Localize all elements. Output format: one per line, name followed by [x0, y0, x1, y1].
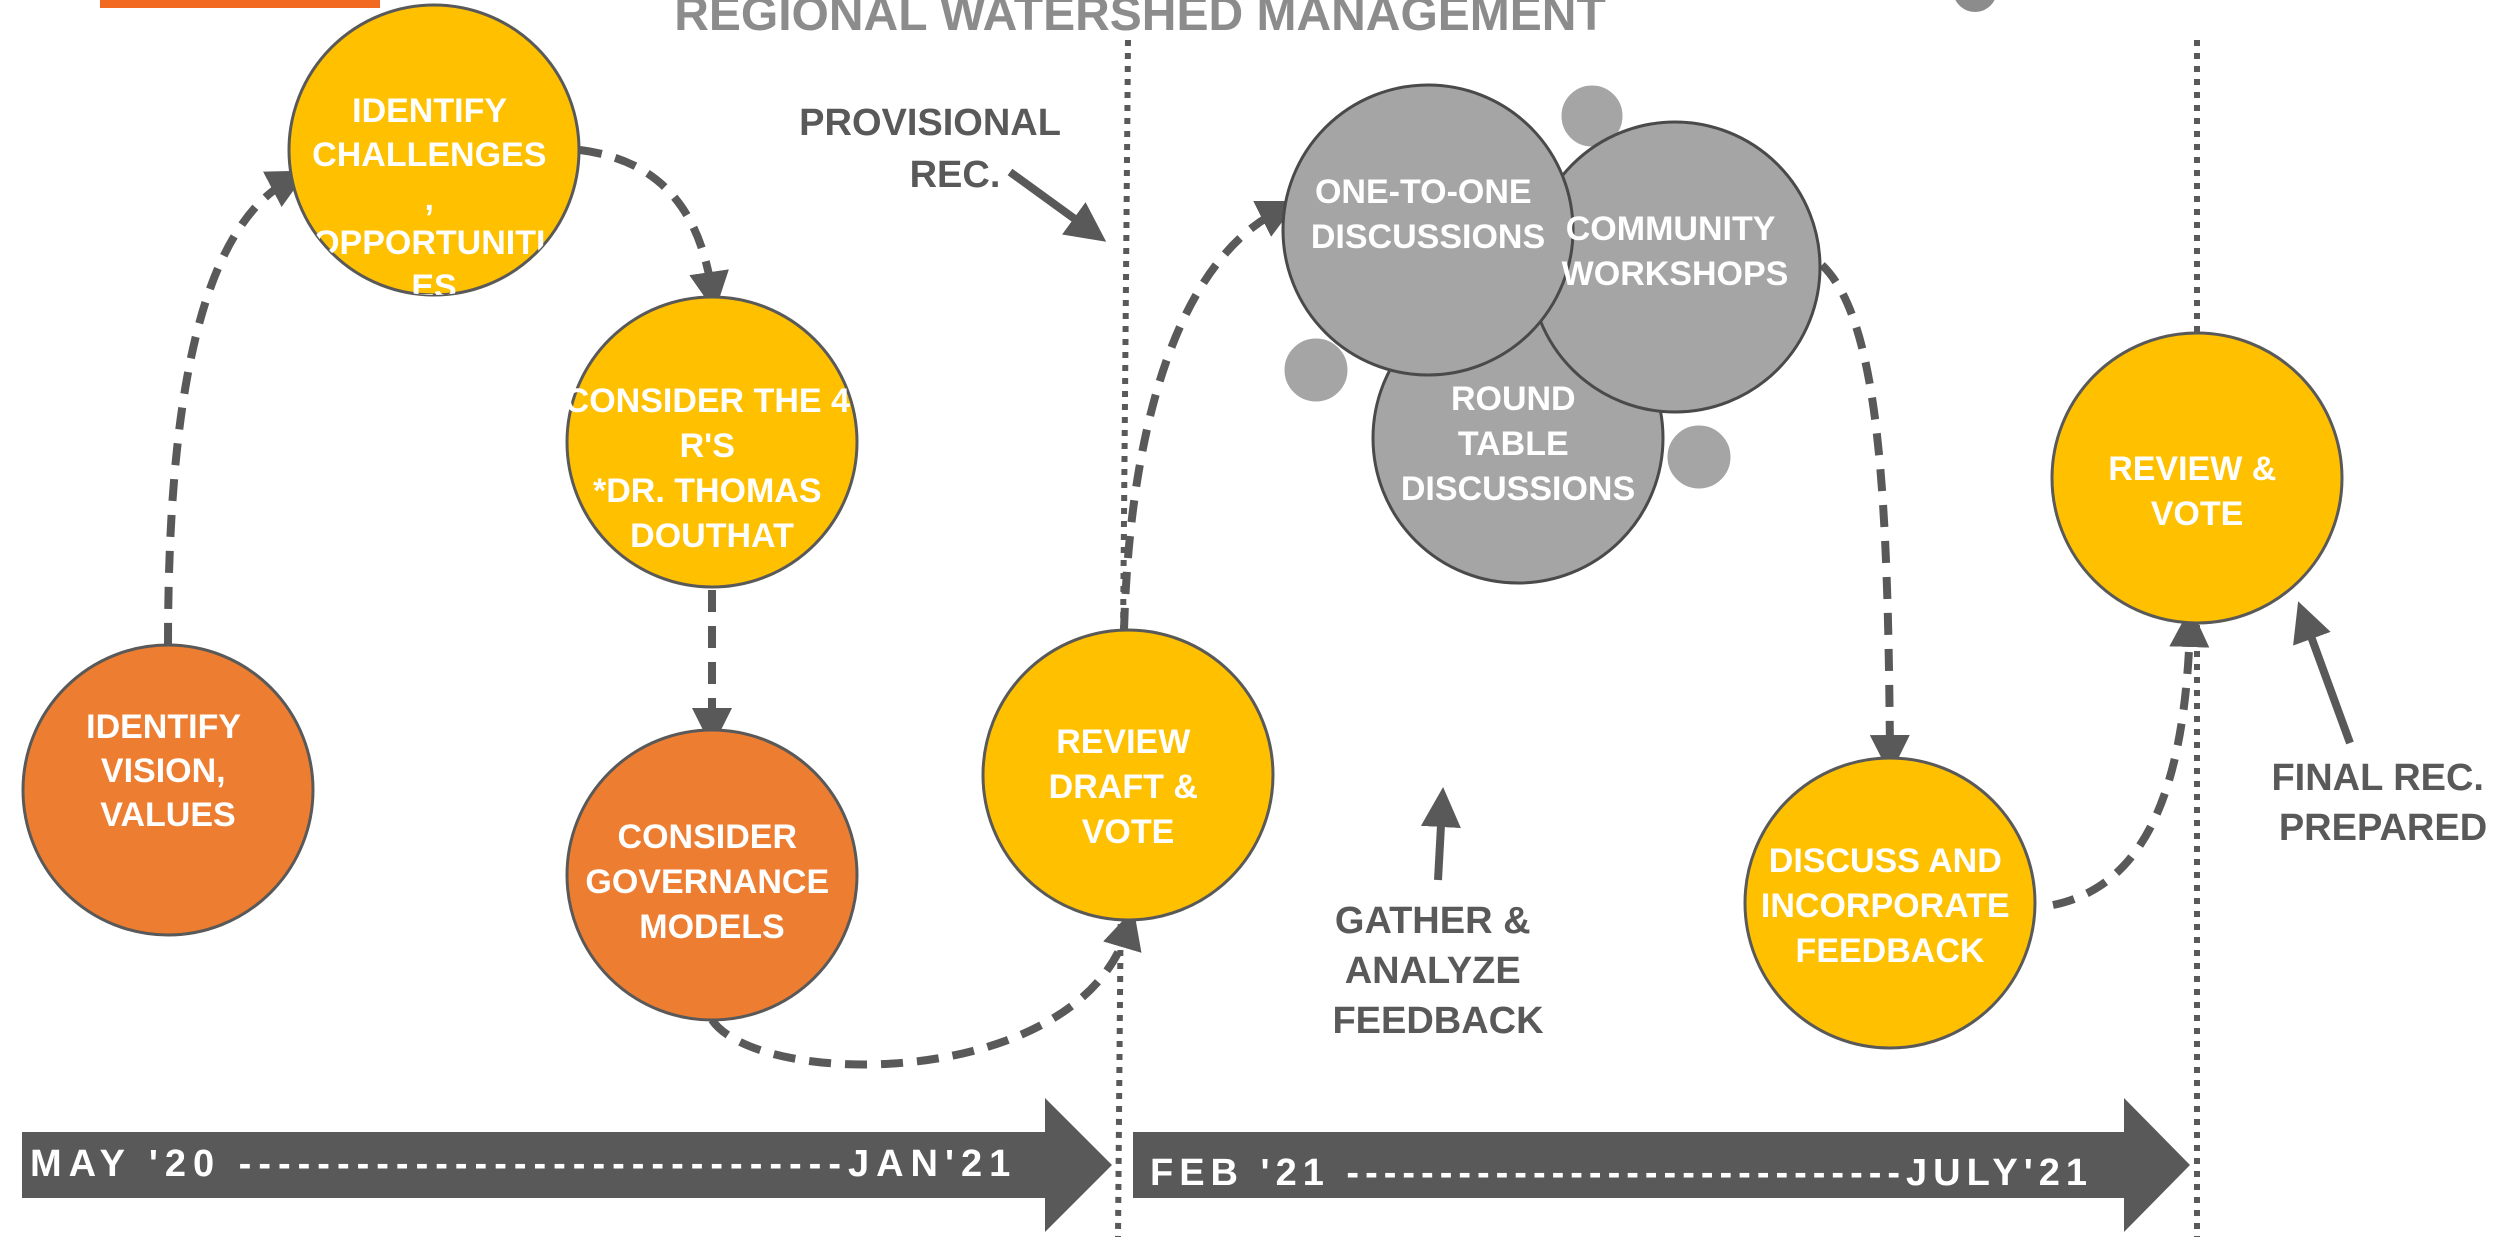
round-table-label: ROUND TABLE DISCUSSIONS [1401, 380, 1635, 508]
community-workshops-label: COMMUNITY WORKSHOPS [1562, 210, 1789, 293]
final-rec-label: FINAL REC. PREPARED [2271, 757, 2494, 849]
consider-governance-node [565, 728, 859, 1022]
one-to-one-label: ONE-TO-ONE DISCUSSIONS [1311, 173, 1545, 256]
connector-review-to-discussions [1120, 201, 1298, 631]
diagram-title: REGIONAL WATERSHED MANAGEMENT [674, 0, 1606, 41]
connector-governance-to-review [708, 908, 1142, 1069]
review-draft-label: REVIEW DRAFT & VOTE [1049, 723, 1208, 851]
identify-vision-label: IDENTIFY VISION, VALUES [86, 708, 250, 834]
discuss-feedback-label: DISCUSS AND INCORPORATE FEEDBACK [1761, 842, 2019, 970]
one-to-one-node [1281, 83, 1575, 377]
final-arrow [2293, 601, 2354, 745]
connector-workshops-to-feedback [1819, 262, 1910, 775]
connector-challenges-to-4rs [579, 146, 729, 312]
small-bubble-3 [1664, 422, 1734, 492]
discussion-cluster [1281, 82, 1822, 585]
logo: NC [100, 0, 380, 8]
timeline-arrow-1 [22, 1098, 1112, 1232]
timeline-label-2: FEB '21 ------------------------------JU… [1150, 1152, 2093, 1194]
gather-feedback-label: GATHER & ANALYZE FEEDBACK [1332, 900, 1544, 1042]
identify-challenges-label: IDENTIFY CHALLENGES , OPPORTUNITI ES [312, 92, 556, 306]
connector-feedback-to-final [2052, 607, 2210, 909]
consider-4rs-label: CONSIDER THE 4 R'S *DR. THOMAS DOUTHAT [565, 382, 860, 555]
logo-bar [100, 0, 380, 8]
connector-vision-to-challenges [164, 170, 308, 646]
provisional-rec-label: PROVISIONAL REC. [799, 102, 1071, 196]
discuss-feedback-node [1743, 756, 2037, 1050]
timeline: MAY '20 -------------------------------J… [22, 1098, 2190, 1232]
review-vote-label: REVIEW & VOTE [2108, 450, 2286, 533]
identify-vision-node [21, 643, 315, 937]
provisional-arrow [1007, 168, 1107, 242]
gather-arrow [1420, 787, 1461, 881]
review-vote-node [2050, 331, 2344, 625]
review-draft-node [981, 628, 1275, 922]
timeline-label-1: MAY '20 -------------------------------J… [30, 1143, 1017, 1185]
consider-governance-label: CONSIDER GOVERNANCE MODELS [585, 818, 838, 946]
consider-4rs-node [565, 295, 859, 589]
small-bubble-2 [1281, 335, 1351, 405]
decorative-dot [1955, 0, 1995, 12]
timeline-arrow-2 [1133, 1098, 2190, 1232]
identify-challenges-node [287, 3, 581, 297]
